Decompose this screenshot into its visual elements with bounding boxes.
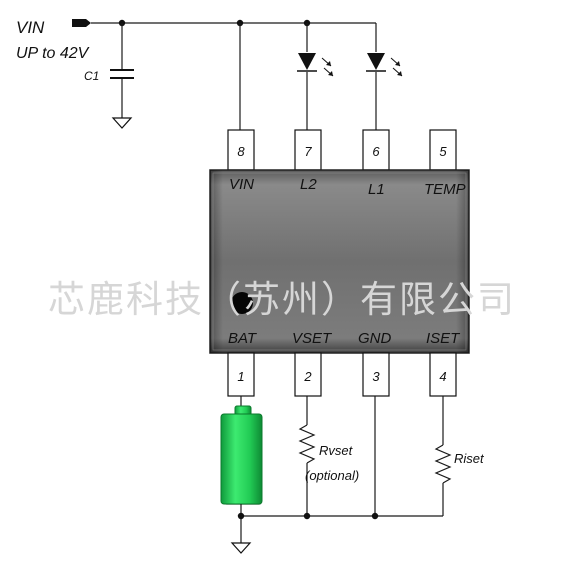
pin-number: 5 [439,144,447,159]
battery-icon [220,405,263,505]
vin-label: VIN [16,18,45,37]
pin-number: 1 [237,369,244,384]
led-l1-icon [366,53,403,77]
pin-3: 3 [362,352,390,397]
pin1-marker-icon [231,292,253,314]
resistor-rvset [298,396,316,516]
ground-icon [111,117,133,129]
led-l2-icon [297,53,334,77]
rvset-note: (optional) [305,468,359,483]
pin-number: 3 [372,369,380,384]
capacitor-c1 [110,23,134,129]
vin-arrow-icon [86,19,91,27]
pin-name-iset: ISET [426,330,461,347]
pin-number: 4 [439,369,446,384]
pin-number: 6 [372,144,380,159]
resistor-riset [434,396,452,516]
pin-name-temp: TEMP [424,181,466,198]
vin-input [72,19,376,27]
pin-4: 4 [429,352,457,397]
pin-2: 2 [294,352,322,397]
pin-name-bat: BAT [228,330,258,347]
pin-name-l2: L2 [300,176,317,193]
pin-8: 8 [227,129,255,171]
pin-number: 7 [304,144,312,159]
junction-dot [237,512,245,520]
vin-terminal [72,19,86,27]
pin-5: 5 [429,129,457,171]
pin-6: 6 [362,129,390,171]
watermark-text: 芯鹿科技（苏州）有限公司 [48,278,516,321]
riset-label: Riset [454,451,485,466]
capacitor-label: C1 [84,69,99,83]
junction-dot [303,512,311,520]
chip-body [209,169,470,354]
pin-7: 7 [294,129,322,171]
pin-number: 8 [237,144,245,159]
pin-number: 2 [303,369,312,384]
junction-dot [371,512,379,520]
pin-1: 1 [227,352,255,397]
pin-name-vset: VSET [292,330,333,347]
pin-name-vin: VIN [229,176,254,193]
ground-icon [230,542,252,554]
pin-name-gnd: GND [358,330,392,347]
rvset-label: Rvset [319,443,354,458]
pin-name-l1: L1 [368,181,385,198]
vin-rating-label: UP to 42V [16,45,90,62]
